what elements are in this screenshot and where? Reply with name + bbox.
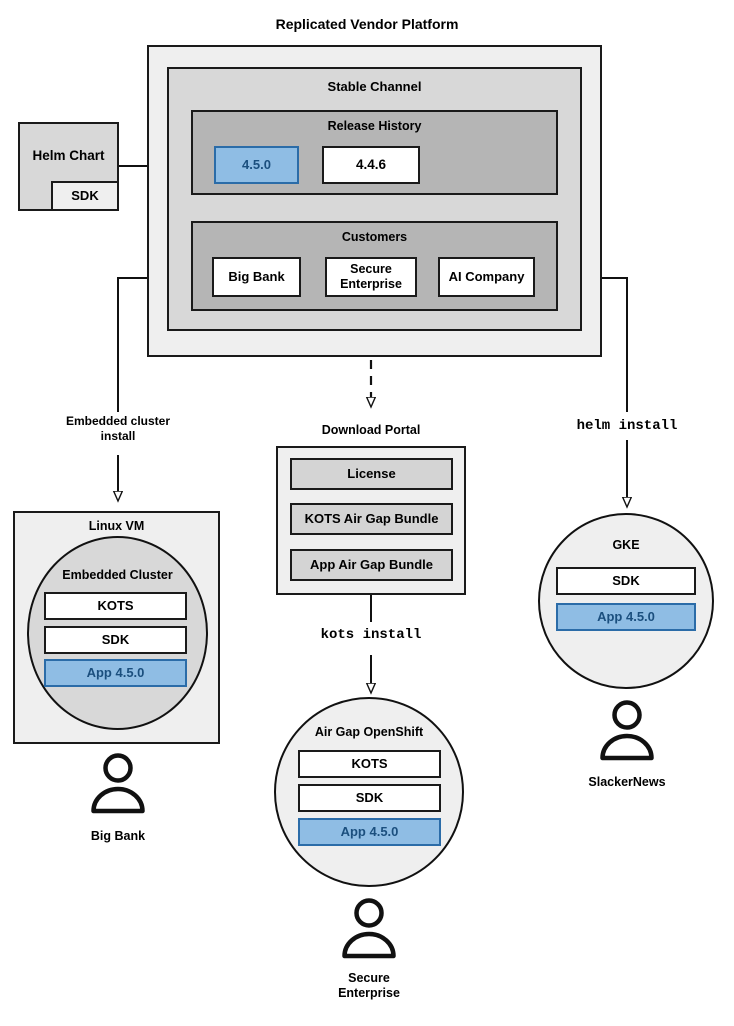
linux-vm-component-app[interactable]: App 4.5.0	[44, 659, 187, 687]
avatar-label-slackernews: SlackerNews	[588, 775, 666, 789]
linux-vm-component-sdk[interactable]: SDK	[44, 626, 187, 654]
gke-component-sdk[interactable]: SDK	[556, 567, 696, 595]
avatar-label-line2: Enterprise	[338, 986, 400, 1001]
gke-component-app[interactable]: App 4.5.0	[556, 603, 696, 631]
airgap-component-app[interactable]: App 4.5.0	[298, 818, 441, 846]
gke-circle	[538, 513, 714, 689]
helm-chart-sdk-box[interactable]: SDK	[51, 181, 119, 211]
avatar-label-line1: Secure	[348, 971, 390, 985]
component-label: SDK	[101, 632, 130, 648]
download-portal-item-kots-air-gap-bundle[interactable]: KOTS Air Gap Bundle	[290, 503, 453, 535]
customer-big-bank[interactable]: Big Bank	[212, 257, 301, 297]
avatar-secure-enterprise	[342, 898, 396, 959]
release-version-label: 4.5.0	[242, 157, 271, 173]
avatar-big-bank	[91, 753, 145, 814]
linux-vm-component-kots[interactable]: KOTS	[44, 592, 187, 620]
page-title: Replicated Vendor Platform	[275, 16, 459, 32]
airgap-component-kots[interactable]: KOTS	[298, 750, 441, 778]
customer-label: Big Bank	[228, 269, 285, 285]
flow-label-embedded-cluster-install: Embedded cluster install	[33, 414, 203, 443]
airgap-component-sdk[interactable]: SDK	[298, 784, 441, 812]
release-history-title: Release History	[327, 119, 422, 133]
customer-ai-company[interactable]: AI Company	[438, 257, 535, 297]
helm-chart-box[interactable]: Helm Chart	[18, 122, 119, 211]
customer-label: AI Company	[448, 269, 525, 285]
customers-title: Customers	[341, 230, 408, 244]
flow-label-line1: Embedded cluster	[65, 414, 171, 428]
release-version-4-4-6[interactable]: 4.4.6	[322, 146, 420, 184]
download-portal-item-app-air-gap-bundle[interactable]: App Air Gap Bundle	[290, 549, 453, 581]
release-version-label: 4.4.6	[355, 156, 387, 172]
customer-label-line1: Secure	[350, 262, 392, 276]
component-label: SDK	[612, 573, 640, 589]
stable-channel-title: Stable Channel	[327, 79, 422, 94]
helm-chart-sdk-label: SDK	[71, 188, 99, 204]
download-portal-item-license[interactable]: License	[290, 458, 453, 490]
helm-chart-label: Helm Chart	[32, 148, 105, 164]
item-label: KOTS Air Gap Bundle	[304, 511, 439, 527]
component-label: KOTS	[351, 756, 388, 772]
embedded-cluster-title: Embedded Cluster	[62, 568, 173, 582]
avatar-label-big-bank: Big Bank	[90, 829, 146, 843]
avatar-slackernews	[600, 700, 654, 761]
avatar-label-secure-enterprise: Secure Enterprise	[309, 971, 429, 1002]
customer-secure-enterprise[interactable]: Secure Enterprise	[325, 257, 417, 297]
component-label: KOTS	[97, 598, 134, 614]
flow-label-line2: install	[100, 428, 136, 443]
linux-vm-title: Linux VM	[88, 519, 145, 533]
release-version-4-5-0[interactable]: 4.5.0	[214, 146, 299, 184]
customer-label-line2: Enterprise	[340, 277, 402, 291]
component-label: App 4.5.0	[597, 609, 655, 625]
flow-label-kots-install: kots install	[320, 627, 422, 643]
gke-title: GKE	[612, 538, 640, 552]
component-label: App 4.5.0	[86, 665, 145, 681]
component-label: SDK	[355, 790, 384, 806]
item-label: License	[347, 466, 396, 482]
item-label: App Air Gap Bundle	[309, 557, 434, 573]
component-label: App 4.5.0	[340, 824, 399, 840]
flow-label-download-portal: Download Portal	[321, 423, 421, 437]
airgap-openshift-title: Air Gap OpenShift	[314, 725, 424, 739]
flow-label-helm-install: helm install	[576, 418, 678, 434]
